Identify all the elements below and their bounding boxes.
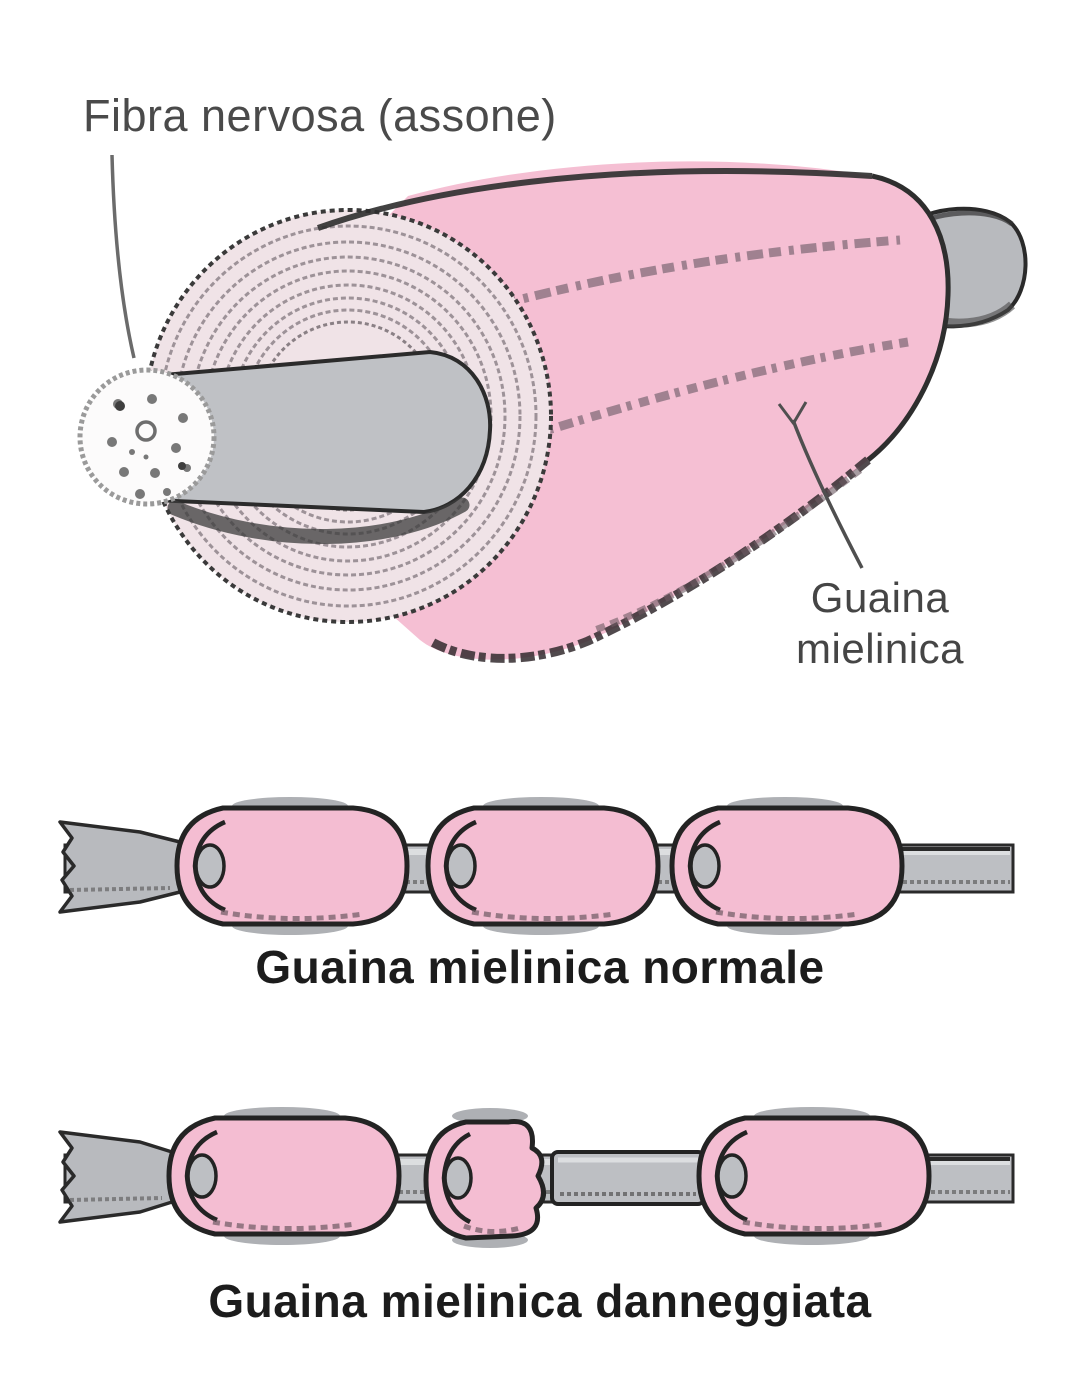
damaged-internode — [423, 1108, 546, 1248]
myelin-streak-lower — [446, 337, 909, 467]
sheath-leader-line — [777, 401, 864, 569]
sheath-label: Guaina mielinica — [796, 574, 964, 673]
myelinated-fiber-illustration — [77, 154, 1028, 663]
damaged-sheath-diagram — [58, 1090, 1015, 1248]
damaged-sheath-caption: Guaina mielinica danneggiata — [208, 1275, 872, 1327]
axon-shadow — [167, 497, 470, 544]
axon-label: Fibra nervosa (assone) — [83, 90, 557, 141]
axon-leader-line — [110, 154, 136, 359]
internode-2 — [428, 797, 658, 935]
axon-frayed-end — [58, 1130, 174, 1224]
internode-3 — [672, 797, 902, 935]
internode-left — [169, 1107, 399, 1245]
axon-cross-section — [77, 367, 217, 507]
exposed-axon-segment — [550, 1150, 706, 1206]
cylinder-top-edge — [317, 168, 873, 231]
normal-sheath-diagram — [58, 770, 1015, 945]
normal-sheath-caption: Guaina mielinica normale — [255, 941, 825, 993]
axon-frayed-end — [58, 820, 182, 914]
axon-rod — [150, 349, 493, 544]
internode-1 — [177, 797, 407, 935]
internode-right — [699, 1107, 929, 1245]
